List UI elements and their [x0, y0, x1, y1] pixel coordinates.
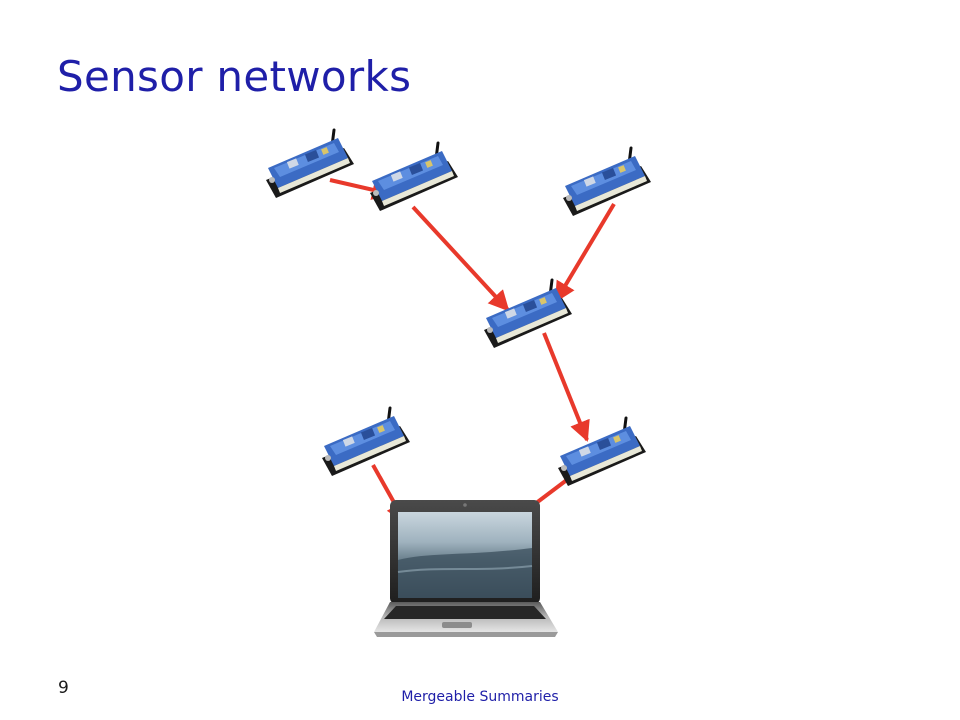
sensor-node-6 — [556, 416, 648, 488]
slide-title: Sensor networks — [57, 52, 412, 101]
edge-sensor2-to-sensor4 — [411, 205, 510, 312]
sensor-node-3 — [561, 146, 653, 218]
page-number: 9 — [58, 678, 69, 698]
sensor-node-5 — [320, 406, 412, 478]
sensor-node-4 — [482, 278, 574, 350]
sensor-node-1 — [264, 128, 356, 200]
edge-sensor3-to-sensor4 — [554, 202, 616, 303]
sensor-node-2 — [368, 141, 460, 213]
edge-sensor4-to-sensor6 — [542, 332, 590, 442]
slide-footer: Mergeable Summaries — [401, 689, 559, 705]
laptop-base-station — [374, 500, 558, 637]
